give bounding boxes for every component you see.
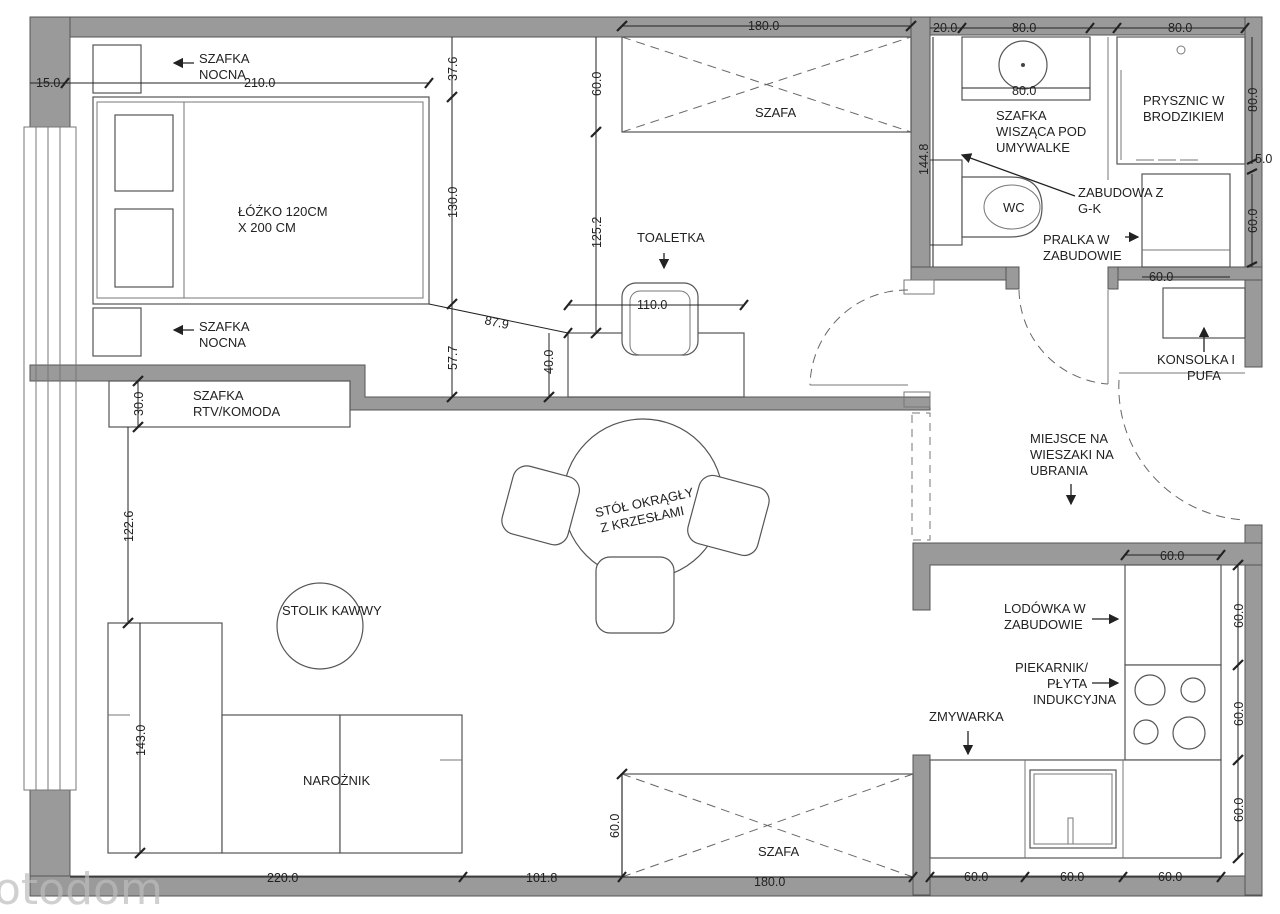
wc-bowl xyxy=(961,176,1043,238)
label-tv-cabinet-2: RTV/KOMODA xyxy=(193,404,280,419)
label-console-2: PUFA xyxy=(1187,368,1221,383)
watermark: otodom xyxy=(0,864,163,914)
dim-kitchen-r3: 60.0 xyxy=(1232,798,1246,822)
chair-bottom xyxy=(595,556,675,634)
label-nightstand-top-2: NOCNA xyxy=(199,67,246,82)
nightstand-top xyxy=(92,44,142,94)
label-wardrobe-top: SZAFA xyxy=(755,105,797,120)
label-nightstand-bottom-1: SZAFKA xyxy=(199,319,250,334)
label-gk-2: G-K xyxy=(1078,201,1101,216)
dim-sofa-143: 143.0 xyxy=(134,725,148,756)
dim-pralka-60: 60.0 xyxy=(1149,270,1173,284)
label-fridge-1: LODÓWKA W xyxy=(1004,601,1086,616)
label-coffee-table: STOLIK KAWWY xyxy=(282,603,382,618)
label-dishwasher: ZMYWARKA xyxy=(929,709,1004,724)
kitchen xyxy=(929,564,1222,859)
washing-machine xyxy=(1141,173,1231,268)
sofa-seat-2 xyxy=(339,714,463,854)
dim-bottom-220: 220.0 xyxy=(267,871,298,885)
dim-bath-80-right: 80.0 xyxy=(1246,88,1260,112)
coffee-table xyxy=(276,582,364,670)
dim-kitchen-r1: 60.0 xyxy=(1232,604,1246,628)
dim-szafa-60: 60.0 xyxy=(590,72,604,96)
label-hangers-2: WIESZAKI NA xyxy=(1030,447,1114,462)
dim-bath-80b: 80.0 xyxy=(1168,21,1192,35)
label-sink-cabinet-2: WISZĄCA POD xyxy=(996,124,1086,139)
label-shower-1: PRYSZNIC W xyxy=(1143,93,1225,108)
chair-left xyxy=(501,465,580,546)
pillow-2 xyxy=(114,208,174,288)
tv-cabinet xyxy=(108,380,351,428)
dim-kitchen-b1: 60.0 xyxy=(964,870,988,884)
dim-kitchen-b3: 60.0 xyxy=(1158,870,1182,884)
bedroom xyxy=(92,36,912,398)
dim-top-szafa: 180.0 xyxy=(748,19,779,33)
dim-kitchen-r2: 60.0 xyxy=(1232,702,1246,726)
label-bed-2: X 200 CM xyxy=(238,220,296,235)
label-sink-cabinet-3: UMYWALKE xyxy=(996,140,1070,155)
dim-bottom-180: 180.0 xyxy=(754,875,785,889)
label-washer-1: PRALKA W xyxy=(1043,232,1110,247)
arrows xyxy=(172,57,1210,756)
shower-tray xyxy=(1116,36,1246,165)
label-wardrobe-bottom: SZAFA xyxy=(758,844,800,859)
dimension-labels: 180.0 20.0 80.0 80.0 80.0 60.0 5.0 80.0 … xyxy=(36,19,1272,889)
dim-left-15: 15.0 xyxy=(36,76,60,90)
label-sink-cabinet-1: SZAFKA xyxy=(996,108,1047,123)
dim-bed-130: 130.0 xyxy=(446,187,460,218)
dim-bed-577: 57.7 xyxy=(446,346,460,370)
sofa-chaise xyxy=(107,622,223,854)
dim-rtv-30: 30.0 xyxy=(132,392,146,416)
label-nightstand-top-1: SZAFKA xyxy=(199,51,250,66)
dim-living-1226: 122.6 xyxy=(122,511,136,542)
label-oven-3: INDUKCYJNA xyxy=(1033,692,1116,707)
wc-box xyxy=(929,159,963,246)
label-hangers-3: UBRANIA xyxy=(1030,463,1088,478)
dim-szafa-bottom-60: 60.0 xyxy=(608,814,622,838)
dim-bath-1448: 144.8 xyxy=(917,144,931,175)
living-room xyxy=(107,380,914,878)
dim-bath-5: 5.0 xyxy=(1255,152,1272,166)
bathroom xyxy=(929,36,1246,339)
label-oven-1: PIEKARNIK/ xyxy=(1015,660,1088,675)
label-hangers-1: MIEJSCE NA xyxy=(1030,431,1108,446)
label-oven-2: PŁYTA xyxy=(1047,676,1088,691)
label-console-1: KONSOLKA I xyxy=(1157,352,1235,367)
walls xyxy=(29,16,1263,897)
label-shower-2: BRODZIKIEM xyxy=(1143,109,1224,124)
dim-sink-80: 80.0 xyxy=(1012,84,1036,98)
dimension-lines xyxy=(30,20,1258,883)
pillow-1 xyxy=(114,114,174,192)
nightstand-bottom xyxy=(92,307,142,357)
label-wc: WC xyxy=(1003,200,1025,215)
label-corner-sofa: NAROŻNIK xyxy=(303,773,371,788)
label-fridge-2: ZABUDOWIE xyxy=(1004,617,1083,632)
label-gk-1: ZABUDOWA Z xyxy=(1078,185,1164,200)
dim-bath-60-right: 60.0 xyxy=(1246,209,1260,233)
dim-bath-80a: 80.0 xyxy=(1012,21,1036,35)
dim-toaletka-40: 40.0 xyxy=(542,350,556,374)
label-bed-1: ŁÓŻKO 120CM xyxy=(238,204,328,219)
dim-room-1252: 125.2 xyxy=(590,217,604,248)
left-window xyxy=(23,126,77,791)
chair-right xyxy=(687,474,770,557)
label-dressing-table: TOALETKA xyxy=(637,230,705,245)
dim-kitchen-top-60: 60.0 xyxy=(1160,549,1184,563)
dim-bed-376: 37.6 xyxy=(446,57,460,81)
dim-kitchen-b2: 60.0 xyxy=(1060,870,1084,884)
fridge-cabinet xyxy=(1124,564,1222,666)
label-tv-cabinet-1: SZAFKA xyxy=(193,388,244,403)
label-nightstand-bottom-2: NOCNA xyxy=(199,335,246,350)
dim-toaletka-110: 110.0 xyxy=(637,298,667,312)
dim-bath-20: 20.0 xyxy=(933,21,957,35)
dim-bottom-1018: 101.8 xyxy=(526,871,557,885)
label-washer-2: ZABUDOWIE xyxy=(1043,248,1122,263)
doors xyxy=(809,289,1246,521)
sofa-seat-1 xyxy=(221,714,341,854)
dim-bed-210: 210.0 xyxy=(244,76,275,90)
dim-diag-879: 87.9 xyxy=(483,313,510,332)
